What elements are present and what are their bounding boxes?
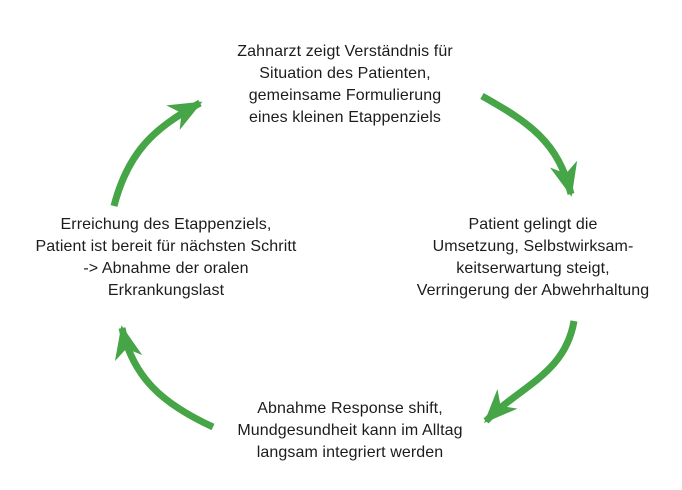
cycle-node-patient-success: Patient gelingt die Umsetzung, Selbstwir… [416,216,650,299]
arrow-bottom-to-left-icon [114,325,215,431]
arrow-top-to-right-icon [480,92,578,197]
cycle-node-dentist-understanding: Zahnarzt zeigt Verständnis für Situation… [237,43,453,126]
cycle-node-response-shift: Abnahme Response shift, Mundgesundheit k… [237,400,463,461]
arrow-left-to-top-icon [110,99,203,207]
arrow-right-to-bottom-icon [483,320,578,424]
cycle-node-goal-reached: Erreichung des Etappenziels, Patient ist… [35,216,297,299]
